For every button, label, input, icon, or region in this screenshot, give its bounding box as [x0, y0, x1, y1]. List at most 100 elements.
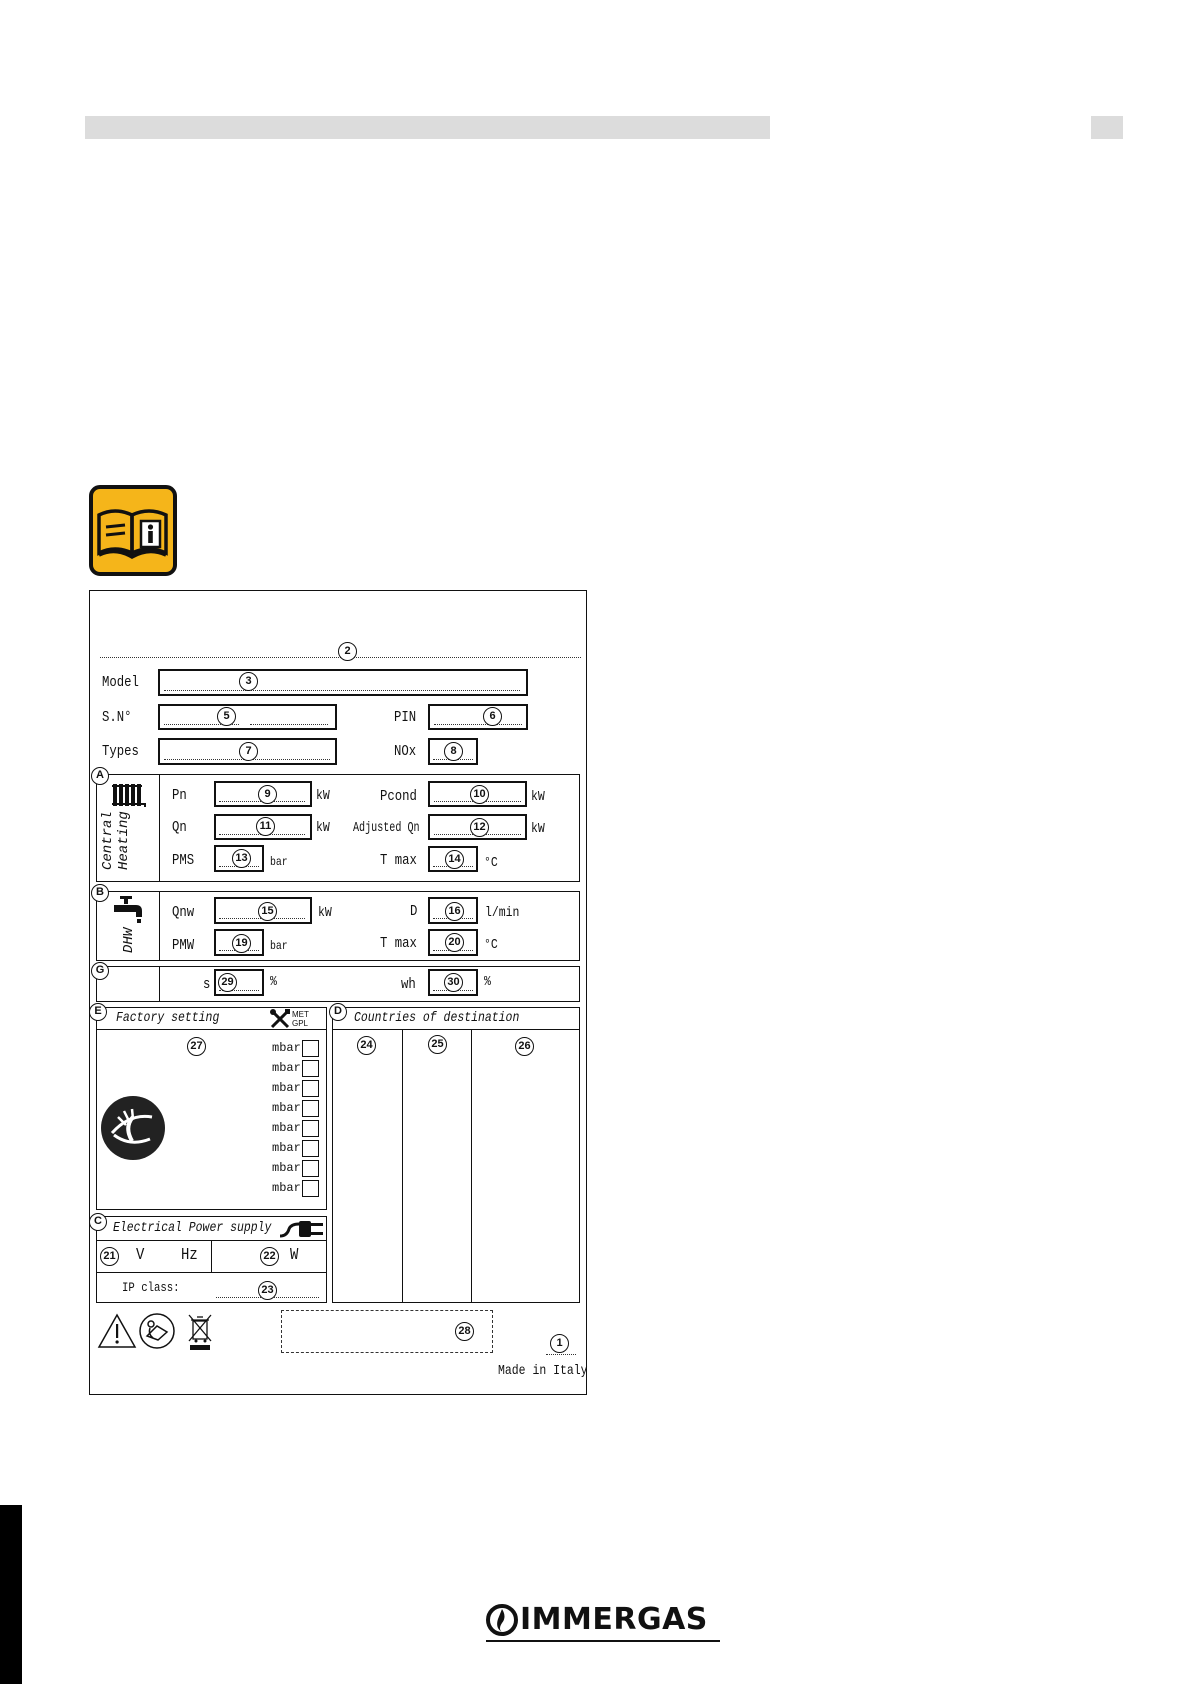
v-unit: V	[136, 1246, 145, 1265]
w-unit: W	[290, 1246, 299, 1265]
made-in-italy: Made in Italy	[498, 1363, 588, 1379]
radiator-icon	[112, 782, 148, 808]
callout-30: 30	[444, 973, 463, 992]
section-a-divider	[159, 774, 160, 882]
checkbox-4	[302, 1100, 319, 1117]
checkbox-6	[302, 1140, 319, 1157]
pcond-unit: kW	[531, 789, 545, 805]
qnw-unit: kW	[318, 905, 332, 921]
section-d-col-line-2	[471, 1029, 472, 1303]
pmw-field	[214, 929, 264, 956]
factory-setting-title: Factory setting	[116, 1010, 220, 1026]
section-g-divider	[159, 966, 160, 1002]
section-e-header-line	[96, 1029, 327, 1030]
callout-22: 22	[260, 1247, 279, 1266]
sn-label: S.N°	[102, 709, 132, 726]
model-field	[158, 669, 528, 696]
s-field	[214, 969, 264, 996]
header-bar	[85, 116, 770, 139]
pn-label: Pn	[172, 787, 187, 804]
qn-unit: kW	[316, 820, 330, 836]
qnw-field	[214, 897, 312, 924]
callout-12: 12	[470, 818, 489, 837]
checkbox-5	[302, 1120, 319, 1137]
gpl-label: GPL	[292, 1019, 309, 1028]
section-factory-setting	[96, 1007, 327, 1210]
callout-9: 9	[258, 785, 277, 804]
s-unit: %	[270, 974, 277, 990]
section-letter-b: B	[91, 884, 109, 902]
read-instructions-icon	[138, 1312, 176, 1350]
section-letter-c: C	[89, 1213, 107, 1231]
callout-2: 2	[338, 642, 357, 661]
callout-5: 5	[217, 707, 236, 726]
mbar-7: mbar	[272, 1161, 301, 1175]
callout-10: 10	[470, 785, 489, 804]
barcode-area	[281, 1310, 493, 1353]
tap-icon	[112, 895, 144, 925]
tmax-b-field	[428, 929, 478, 956]
warning-icon	[97, 1313, 137, 1349]
ip-class-label: IP class:	[122, 1280, 180, 1295]
data-plate	[89, 590, 587, 1395]
qn-label: Qn	[172, 819, 187, 836]
pcond-label: Pcond	[380, 788, 417, 805]
header-tab	[1091, 116, 1123, 139]
tools-icon	[269, 1009, 291, 1029]
model-dots	[164, 690, 520, 691]
immergas-logo-text: IMMERGAS	[520, 1602, 708, 1637]
section-g	[96, 966, 580, 1002]
callout-6: 6	[483, 707, 502, 726]
central-heating-title-1: Central	[100, 811, 116, 870]
callout-29: 29	[218, 973, 237, 992]
types-field	[158, 738, 337, 765]
pms-unit: bar	[270, 855, 288, 869]
central-heating-title: Central Heating	[100, 811, 132, 870]
qnw-label: Qnw	[172, 904, 195, 921]
mbar-6: mbar	[272, 1141, 301, 1155]
callout-27: 27	[187, 1037, 206, 1056]
pin-dots	[434, 724, 522, 725]
callout-3: 3	[239, 672, 258, 691]
central-heating-title-2: Heating	[116, 811, 132, 870]
pn-field	[214, 781, 312, 807]
pin-field	[428, 704, 528, 730]
section-dhw	[96, 891, 580, 961]
callout-28: 28	[455, 1322, 474, 1341]
immergas-flame-icon	[486, 1604, 720, 1642]
callout-20: 20	[445, 933, 464, 952]
section-central-heating	[96, 774, 580, 882]
weee-bin-icon	[187, 1313, 213, 1351]
section-c-col-line	[211, 1240, 212, 1272]
plug-icon	[279, 1220, 325, 1238]
pn-unit: kW	[316, 788, 330, 804]
section-letter-d: D	[329, 1003, 347, 1021]
wh-label: wh	[401, 976, 416, 993]
callout-8: 8	[444, 742, 463, 761]
wh-unit: %	[484, 974, 491, 990]
nox-field	[428, 738, 478, 765]
adjusted-qn-label: Adjusted Qn	[353, 820, 420, 836]
s-dots	[219, 990, 259, 991]
mbar-2: mbar	[272, 1061, 301, 1075]
callout-7: 7	[239, 742, 258, 761]
section-letter-e: E	[89, 1003, 107, 1021]
section-d-col-line-1	[402, 1029, 403, 1303]
checkbox-1	[302, 1040, 319, 1057]
adjusted-qn-field	[428, 814, 527, 840]
callout-13: 13	[232, 849, 251, 868]
countries-title: Countries of destination	[354, 1010, 520, 1026]
callout-23: 23	[258, 1281, 277, 1300]
callout-14: 14	[445, 850, 464, 869]
tmax-a-field	[428, 846, 478, 872]
callout-24: 24	[357, 1036, 376, 1055]
checkbox-7	[302, 1160, 319, 1177]
tmax-a-unit: °C	[484, 855, 498, 871]
callout-21: 21	[100, 1247, 119, 1266]
read-manual-icon	[89, 485, 177, 576]
mbar-8: mbar	[272, 1181, 301, 1195]
section-electrical	[96, 1216, 327, 1303]
d-label: D	[410, 903, 418, 920]
model-label: Model	[102, 674, 139, 691]
checkbox-2	[302, 1060, 319, 1077]
